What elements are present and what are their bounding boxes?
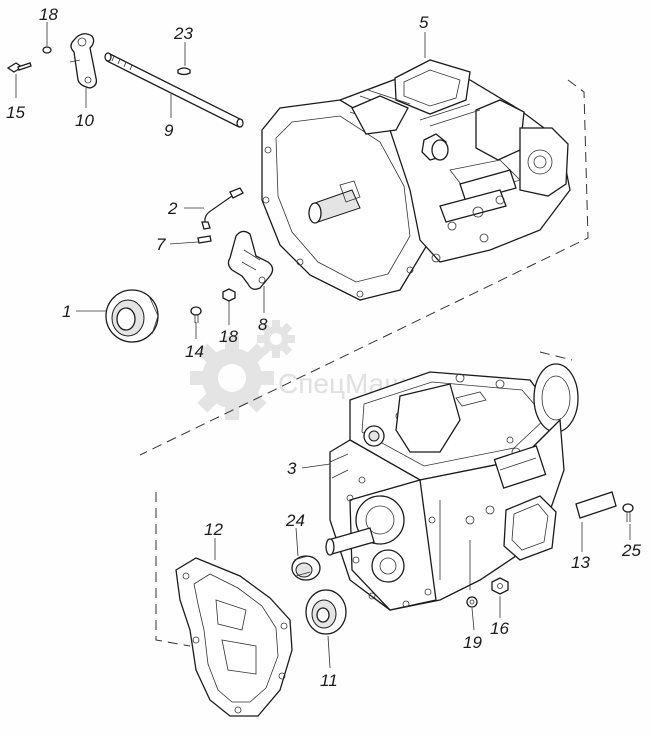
part-3-gearbox: [325, 363, 579, 611]
part-12-gasket: [175, 557, 293, 717]
callout-5: 5: [419, 13, 429, 32]
part-24-needle-bearing: [291, 555, 321, 581]
part-15-bolt: [6, 62, 32, 73]
callout-2: 2: [167, 199, 178, 218]
callout-labels: 18 15 10 23 9 5 2 7 1 14 18 8 3 12 24 13…: [6, 5, 641, 690]
assembly-dash-lines: [139, 79, 589, 647]
part-16-nut: [491, 577, 509, 595]
part-8-fork: [227, 230, 274, 290]
callout-19: 19: [463, 633, 482, 652]
callout-23: 23: [173, 24, 193, 43]
callout-9: 9: [164, 121, 174, 140]
callout-25: 25: [621, 541, 641, 560]
part-13-plate: [575, 491, 617, 519]
callout-7: 7: [156, 235, 166, 254]
part-19-washer: [466, 596, 478, 608]
part-23-key: [177, 67, 191, 76]
part-18-nut-middle: [222, 288, 236, 302]
callout-18-middle: 18: [219, 327, 238, 346]
callout-15: 15: [6, 103, 25, 122]
leader-lines: [15, 22, 631, 669]
callout-18-top: 18: [39, 5, 58, 24]
part-25-bolt: [622, 503, 634, 522]
part-2-pipe: [201, 187, 244, 230]
callout-13: 13: [571, 553, 590, 572]
part-10-lever: [69, 33, 98, 89]
callout-12: 12: [204, 520, 223, 539]
callout-24: 24: [285, 511, 305, 530]
part-7-pin: [197, 235, 212, 244]
part-9-shaft: [104, 52, 244, 128]
callout-8: 8: [258, 315, 268, 334]
callout-16: 16: [490, 619, 509, 638]
callout-14: 14: [185, 342, 204, 361]
callout-3: 3: [287, 459, 297, 478]
part-18-nut-top: [42, 46, 52, 54]
callout-1: 1: [62, 302, 71, 321]
callout-10: 10: [75, 111, 94, 130]
part-1-bearing: [105, 289, 159, 343]
part-11-seal: [305, 589, 347, 635]
callout-11: 11: [320, 671, 338, 690]
part-14-bolt: [190, 306, 202, 323]
part-5-housing-upper: [261, 59, 571, 301]
